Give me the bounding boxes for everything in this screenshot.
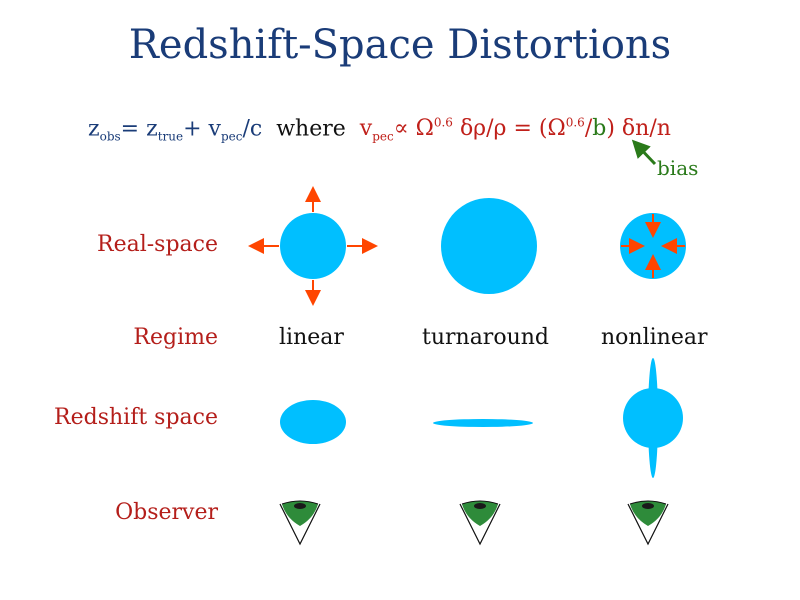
row-label-redshift-space: Redshift space bbox=[54, 405, 218, 430]
bias-label: bias bbox=[657, 156, 699, 180]
row-label-regime: Regime bbox=[133, 325, 218, 350]
blob-turnaround bbox=[441, 198, 537, 294]
regime-nonlinear: nonlinear bbox=[601, 325, 708, 350]
eye-icon bbox=[627, 500, 669, 546]
page-title: Redshift-Space Distortions bbox=[128, 22, 672, 68]
row-label-real-space: Real-space bbox=[97, 232, 218, 257]
real-space-nonlinear bbox=[620, 213, 686, 279]
regime-linear: linear bbox=[279, 325, 344, 350]
redshift-nonlinear bbox=[623, 358, 683, 478]
redshift-turnaround bbox=[433, 419, 533, 427]
eye-icon bbox=[459, 500, 501, 546]
regime-turnaround: turnaround bbox=[422, 325, 549, 350]
eq-bias-b: b bbox=[592, 116, 607, 142]
eq-where: where bbox=[276, 116, 346, 142]
blob-nonlinear bbox=[620, 213, 686, 279]
blob-linear bbox=[280, 213, 346, 279]
row-label-observer: Observer bbox=[115, 500, 218, 525]
eye-icon bbox=[279, 500, 321, 546]
eq-rhs: vpec∝ Ω0.6 δρ/ρ = (Ω0.6/b) δn/n bbox=[359, 116, 671, 144]
real-space-linear bbox=[248, 186, 378, 306]
bias-arrow-icon bbox=[631, 139, 657, 166]
redshift-linear bbox=[280, 400, 346, 444]
eq-z-obs: z bbox=[88, 116, 100, 142]
equation: zobs= ztrue+ vpec/c where vpec∝ Ω0.6 δρ/… bbox=[88, 116, 671, 144]
